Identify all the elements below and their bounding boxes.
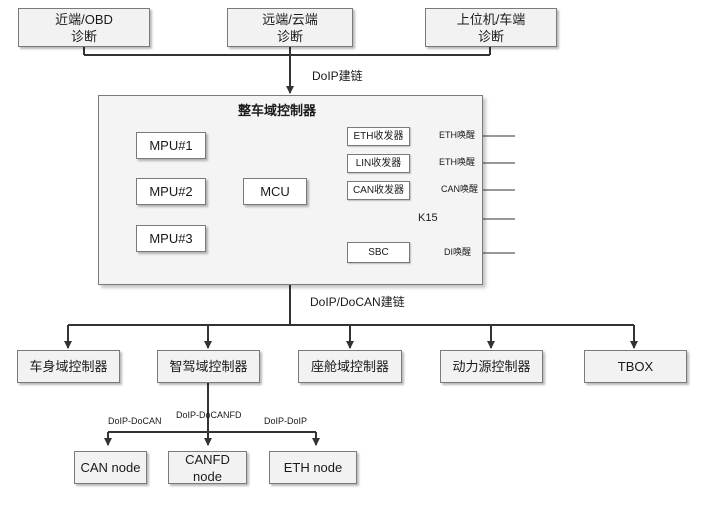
- body-domain-controller-label: 车身域控制器: [29, 359, 108, 374]
- source-remote-cloud-line2: 诊断: [276, 28, 303, 44]
- can-node: CAN node: [74, 451, 147, 484]
- mpu-2-label: MPU#2: [149, 184, 193, 199]
- doip-docan-link-label: DoIP/DoCAN建链: [310, 295, 405, 309]
- mpu-3: MPU#3: [136, 225, 206, 252]
- body-domain-controller: 车身域控制器: [17, 350, 120, 383]
- mpu-1: MPU#1: [136, 132, 206, 159]
- adas-domain-controller-label: 智驾域控制器: [169, 359, 248, 374]
- source-remote-cloud-line1: 远端/云端: [262, 11, 318, 27]
- mpu-3-label: MPU#3: [149, 231, 193, 246]
- canfd-node: CANFD node: [168, 451, 247, 484]
- di-wake-label: DI唤醒: [444, 247, 472, 257]
- doip-docanfd-sub-label: DoIP-DoCANFD: [176, 410, 242, 420]
- source-host-vehicle-line2: 诊断: [477, 28, 504, 44]
- eth-node-label: ETH node: [283, 460, 343, 475]
- cockpit-domain-controller-label: 座舱域控制器: [310, 359, 389, 374]
- sbc: SBC: [347, 242, 410, 263]
- can-transceiver-label: CAN收发器: [352, 185, 405, 196]
- doip-link-label: DoIP建链: [312, 69, 363, 83]
- mcu-label: MCU: [260, 184, 290, 199]
- source-near-obd: 近端/OBD 诊断: [18, 8, 150, 47]
- canfd-node-label: CANFD node: [185, 451, 230, 484]
- powertrain-controller: 动力源控制器: [440, 350, 543, 383]
- k15-label: K15: [418, 212, 438, 224]
- source-remote-cloud: 远端/云端 诊断: [227, 8, 353, 47]
- doip-docan-sub-label: DoIP-DoCAN: [108, 416, 162, 426]
- adas-domain-controller: 智驾域控制器: [157, 350, 260, 383]
- can-transceiver: CAN收发器: [347, 181, 410, 200]
- can-wake-label: CAN唤醒: [441, 184, 479, 194]
- mpu-1-label: MPU#1: [149, 138, 193, 153]
- source-host-vehicle-line1: 上位机/车端: [456, 11, 526, 27]
- eth-transceiver-label: ETH收发器: [353, 131, 404, 142]
- source-host-vehicle: 上位机/车端 诊断: [425, 8, 557, 47]
- sbc-label: SBC: [368, 247, 389, 258]
- cockpit-domain-controller: 座舱域控制器: [298, 350, 402, 383]
- lin-transceiver: LIN收发器: [347, 154, 410, 173]
- eth-wake-label-1: ETH唤醒: [439, 130, 476, 140]
- mcu: MCU: [243, 178, 307, 205]
- tbox: TBOX: [584, 350, 687, 383]
- tbox-label: TBOX: [617, 359, 654, 374]
- can-node-label: CAN node: [80, 460, 141, 475]
- powertrain-controller-label: 动力源控制器: [452, 359, 531, 374]
- eth-node: ETH node: [269, 451, 357, 484]
- mpu-2: MPU#2: [136, 178, 206, 205]
- eth-transceiver: ETH收发器: [347, 127, 410, 146]
- doip-doip-sub-label: DoIP-DoIP: [264, 416, 308, 426]
- source-near-obd-line1: 近端/OBD: [55, 11, 113, 27]
- vehicle-domain-controller-title: 整车域控制器: [238, 103, 317, 118]
- eth-wake-label-2: ETH唤醒: [439, 157, 476, 167]
- lin-transceiver-label: LIN收发器: [355, 158, 402, 169]
- source-near-obd-line2: 诊断: [70, 28, 97, 44]
